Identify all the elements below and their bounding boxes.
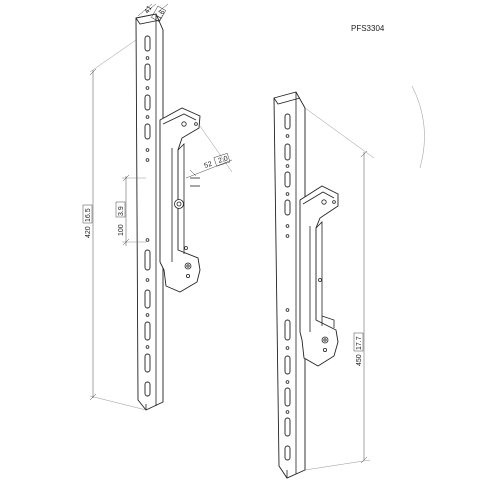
- bracket-mm: 52: [203, 161, 213, 170]
- product-code: PFS3304: [351, 24, 385, 33]
- height-left-inch: 16.5: [85, 208, 92, 222]
- height-left-dimension: 420 16.5: [82, 39, 147, 411]
- height-left-mm: 420: [85, 226, 92, 238]
- height-right-mm: 450: [356, 354, 363, 366]
- depth-inch: 1.6: [156, 9, 167, 21]
- left-rail-slots: [144, 35, 151, 397]
- left-rail-holes: [145, 56, 150, 349]
- right-bracket: [299, 185, 339, 367]
- bracket-dimension: 52 2.0: [185, 125, 233, 179]
- depth-mm: 41: [144, 5, 154, 15]
- height-right-dimension: 450 17.7: [304, 107, 375, 471]
- left-mounting-rail: [135, 13, 164, 411]
- spacing-inch: 3.9: [118, 206, 125, 216]
- left-bracket: [159, 107, 201, 293]
- spacing-dimension: 100 3.9: [115, 174, 146, 246]
- right-rail-slots: [284, 113, 291, 461]
- spacing-mm: 100: [118, 224, 125, 236]
- bracket-inch: 2.0: [217, 155, 229, 165]
- decorative-arc: [411, 85, 425, 169]
- right-rail-holes: [285, 134, 290, 414]
- depth-dimension: 41 1.6: [137, 3, 169, 23]
- height-right-inch: 17.7: [356, 336, 363, 350]
- right-mounting-rail: [273, 91, 306, 479]
